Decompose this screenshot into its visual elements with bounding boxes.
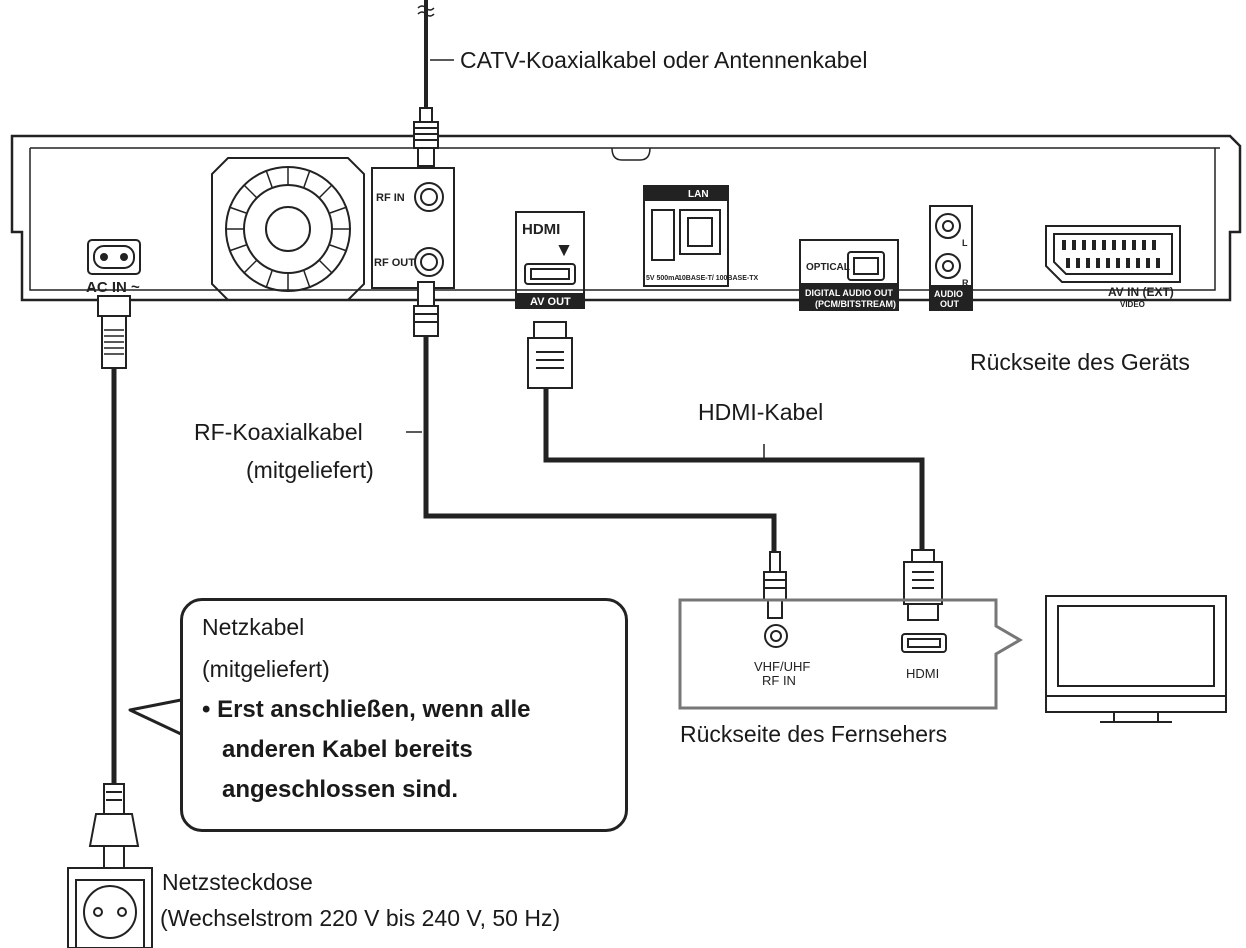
- lan-label: LAN: [688, 189, 709, 200]
- callout-pointer: [128, 698, 182, 736]
- rf-panel: [371, 167, 455, 289]
- tv-rf-in-label: RF IN: [762, 673, 796, 688]
- power-cable: [97, 295, 131, 784]
- outlet-spec-label: (Wechselstrom 220 V bis 240 V, 50 Hz): [160, 905, 561, 931]
- audio-out-label: OUT: [940, 299, 960, 309]
- tv-back-panel: [678, 598, 1023, 710]
- device-back-label: Rückseite des Geräts: [970, 349, 1190, 375]
- hdmi-cable: [527, 321, 943, 621]
- video-label: VIDEO: [1120, 300, 1145, 309]
- hdmi-out-port: [515, 211, 585, 309]
- av-in-ext-label: AV IN (EXT): [1108, 285, 1174, 299]
- tv-vhf-uhf-label: VHF/UHF: [754, 659, 810, 674]
- usb-rating: 5V 500mA: [646, 275, 679, 282]
- rf-cable-supplied-label: (mitgeliefert): [246, 457, 374, 483]
- tv-icon: [1045, 595, 1227, 723]
- audio-r-label: R: [962, 278, 969, 288]
- usb-lan-panel: [643, 185, 729, 287]
- tv-hdmi-label: HDMI: [906, 666, 939, 681]
- outlet-label: Netzsteckdose: [162, 869, 313, 895]
- optical-label: OPTICAL: [806, 262, 850, 273]
- tv-back-label: Rückseite des Fernsehers: [680, 721, 948, 747]
- tv-hdmi-port: [901, 633, 947, 653]
- rf-tv-connector: [763, 551, 787, 619]
- hdmi-logo: HDMI: [522, 221, 560, 238]
- digital-audio-out-label: DIGITAL AUDIO OUT: [805, 288, 893, 298]
- ac-in-label: AC IN ~: [86, 279, 140, 296]
- catv-connector: [413, 107, 439, 167]
- fan-grille: [211, 157, 365, 301]
- audio-label: AUDIO: [934, 289, 963, 299]
- callout-note-3: angeschlossen sind.: [222, 776, 459, 803]
- callout-note-1: • Erst anschließen, wenn alle: [202, 696, 531, 723]
- audio-l-label: L: [962, 238, 968, 248]
- callout-text: Netzkabel (mitgeliefert) • Erst anschlie…: [202, 606, 531, 810]
- catv-cable-label: CATV-Koaxialkabel oder Antennenkabel: [460, 47, 868, 73]
- tv-rf-in-port: [764, 624, 788, 648]
- callout-note-2: anderen Kabel bereits: [222, 736, 473, 763]
- pcm-bitstream-label: (PCM/BITSTREAM): [815, 299, 896, 309]
- rf-in-port-label: RF IN: [376, 192, 405, 204]
- catv-cable: [417, 0, 454, 108]
- ac-in-socket: [87, 239, 141, 275]
- audio-out-ports: [929, 205, 973, 311]
- callout-title: Netzkabel: [202, 614, 305, 640]
- callout-subtitle: (mitgeliefert): [202, 656, 330, 682]
- rf-cable-label: RF-Koaxialkabel: [194, 419, 363, 445]
- power-cable-callout: [180, 598, 628, 832]
- scart-port: [1045, 225, 1181, 283]
- wall-plug: [88, 783, 140, 870]
- hdmi-cable-label: HDMI-Kabel: [698, 399, 824, 425]
- rf-coax-cable: [406, 281, 777, 552]
- rf-out-port-label: RF OUT: [374, 257, 415, 269]
- optical-out-port: [799, 239, 899, 311]
- av-out-label: AV OUT: [530, 296, 571, 308]
- power-outlet-icon: [67, 867, 153, 948]
- lan-rating: 10BASE-T/ 100BASE-TX: [678, 275, 758, 282]
